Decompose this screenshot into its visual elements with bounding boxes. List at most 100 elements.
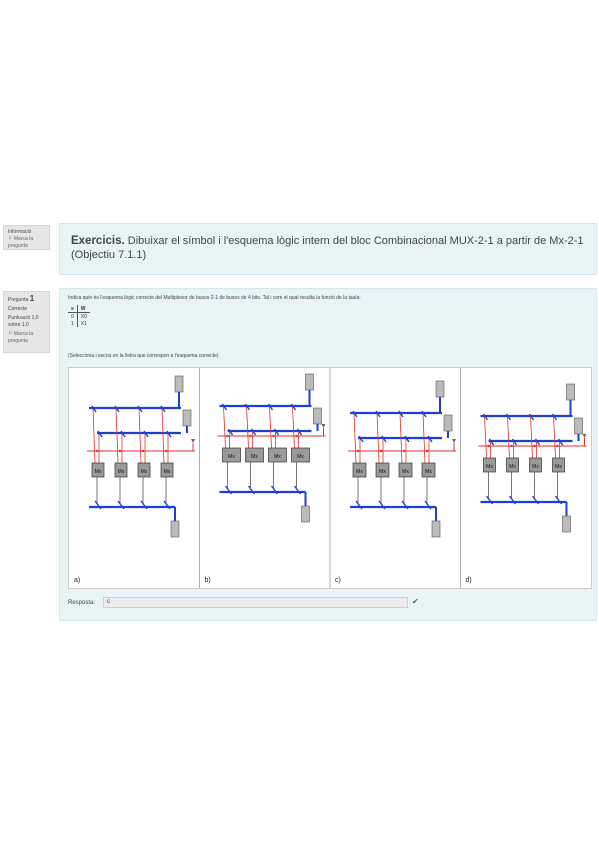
bus-tap: [91, 405, 97, 413]
bus-tap: [221, 403, 228, 411]
mux-block-label: Mx: [486, 464, 493, 470]
mux-block: [421, 462, 436, 478]
bit-wire-x1: [484, 415, 487, 459]
output-connector: [301, 505, 310, 523]
flag-question-link[interactable]: ⚐ Marca la pregunta: [8, 331, 34, 344]
mux-block: [352, 462, 367, 478]
select-input-pin: [191, 439, 195, 443]
select-junction: [272, 434, 275, 438]
bus-tap: [358, 435, 364, 443]
mux-block-label: Mx: [402, 469, 409, 475]
truth-table-cell: X0: [80, 313, 87, 320]
bus-tap: [227, 428, 234, 436]
answer-input[interactable]: c: [103, 597, 408, 608]
bus-tap: [557, 438, 564, 446]
bus-tap: [97, 430, 103, 438]
mux-block: [375, 462, 390, 478]
select-junction: [164, 449, 168, 453]
input-connector: [305, 373, 314, 391]
output-connector: [562, 515, 571, 533]
truth-table-header: W: [77, 305, 90, 313]
input-connector: [566, 383, 575, 401]
question-info-panel: Pregunta 1 Correcte Puntuació 1,0 sobre …: [3, 291, 50, 353]
mux-block: [552, 457, 565, 473]
select-junction: [295, 434, 298, 438]
select-junction: [226, 434, 229, 438]
select-junction: [556, 444, 559, 448]
mux-block-label: Mx: [297, 454, 304, 460]
bit-wire-x1: [292, 405, 295, 449]
bus-tap: [352, 410, 358, 418]
bus-tap: [267, 403, 274, 411]
select-input-pin: [582, 434, 587, 438]
diagram-option-label: c): [335, 577, 341, 584]
mux-block: [245, 447, 264, 463]
bit-wire-x1: [269, 405, 272, 449]
bus-tap: [551, 413, 558, 421]
bus-tap: [244, 403, 251, 411]
bit-wire-x1: [92, 407, 96, 464]
mux-block-label: Mx: [118, 469, 125, 475]
mux-block-label: Mx: [356, 469, 363, 475]
select-junction: [402, 449, 406, 453]
bit-wire-x1: [530, 415, 533, 459]
truth-table-header: s: [68, 305, 78, 313]
mux-block: [506, 457, 519, 473]
bus-tap: [114, 405, 120, 413]
truth-table-cell: X1: [80, 320, 87, 327]
diagram-option-label: b): [205, 577, 211, 584]
question-text: Indica quin és l'esquema lògic correcte …: [68, 295, 361, 301]
mux-block: [222, 447, 241, 463]
mux-block: [268, 447, 287, 463]
bit-wire-x1: [138, 407, 142, 464]
description-info-panel: Informació ⚐ Marca la pregunta: [3, 225, 50, 250]
select-junction: [118, 449, 122, 453]
bus-tap: [404, 435, 410, 443]
flag-icon: ⚐: [8, 236, 13, 242]
input-connector: [174, 375, 184, 393]
input-connector: [313, 407, 322, 425]
bus-tap: [160, 405, 166, 413]
bus-tap: [375, 410, 381, 418]
bus-tap: [427, 435, 433, 443]
flag-question-link[interactable]: ⚐ Marca la pregunta: [8, 236, 34, 249]
mux-block: [483, 457, 496, 473]
truth-table-cell: 1: [68, 320, 78, 327]
description-box: Exercicis. Dibuixar el símbol i l'esquem…: [59, 223, 597, 275]
diagram-option-label: d): [466, 577, 472, 584]
bus-tap: [488, 438, 495, 446]
bus-tap: [398, 410, 404, 418]
bus-tap: [137, 405, 143, 413]
mux-block-label: Mx: [164, 469, 171, 475]
bit-wire-x1: [161, 407, 165, 464]
bus-tap: [421, 410, 427, 418]
bit-wire-x1: [353, 412, 357, 464]
mux-block-label: Mx: [141, 469, 148, 475]
mux-block-label: Mx: [379, 469, 386, 475]
bit-wire-x1: [376, 412, 380, 464]
input-connector: [443, 414, 453, 432]
select-junction: [379, 449, 383, 453]
select-input-pin: [321, 424, 326, 428]
description-text: Dibuixar el símbol i l'esquema lògic int…: [71, 235, 584, 261]
bit-wire-x1: [507, 415, 510, 459]
mux-block-label: Mx: [555, 464, 562, 470]
bus-tap: [166, 430, 172, 438]
mux-block: [398, 462, 413, 478]
bus-tap: [505, 413, 512, 421]
question-prompt: (Selecciona i escriu en la lletra que co…: [68, 353, 219, 359]
bus-tap: [511, 438, 518, 446]
mux-block-label: Mx: [274, 454, 281, 460]
bus-tap: [528, 413, 535, 421]
bus-tap: [482, 413, 489, 421]
bus-tap: [296, 428, 303, 436]
select-junction: [425, 449, 429, 453]
bus-tap: [143, 430, 149, 438]
bit-wire-x1: [553, 415, 556, 459]
mux-block: [91, 462, 105, 478]
select-junction: [141, 449, 145, 453]
check-icon: ✔: [412, 597, 419, 606]
input-connector: [435, 380, 445, 398]
